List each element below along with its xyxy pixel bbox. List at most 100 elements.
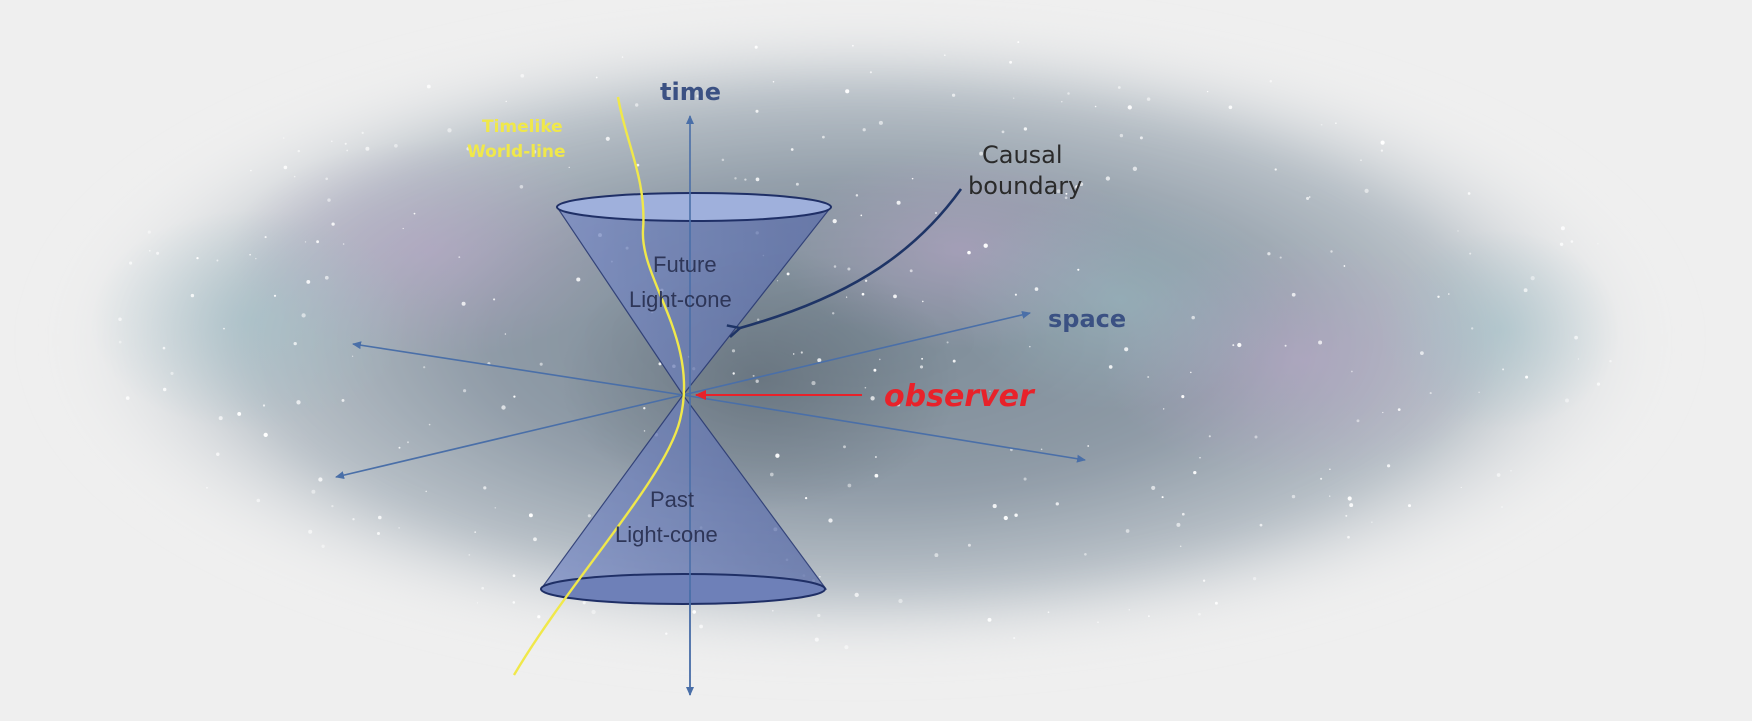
- star: [1003, 515, 1008, 521]
- star: [1356, 419, 1360, 423]
- star: [1351, 370, 1353, 373]
- star: [376, 531, 381, 536]
- star: [1525, 375, 1529, 379]
- axis-left-lower: [335, 394, 684, 480]
- star: [878, 120, 883, 125]
- star: [776, 280, 779, 282]
- star: [1306, 196, 1310, 200]
- star: [1055, 502, 1059, 506]
- star: [504, 333, 507, 335]
- star: [1146, 97, 1151, 101]
- star: [1252, 576, 1257, 581]
- star: [1448, 293, 1450, 295]
- star: [1034, 287, 1039, 291]
- star: [1013, 637, 1016, 640]
- star: [218, 416, 223, 421]
- star: [1198, 612, 1201, 616]
- star: [324, 275, 329, 280]
- star: [934, 211, 938, 215]
- star: [308, 529, 313, 534]
- star: [1284, 344, 1287, 347]
- star: [170, 371, 174, 375]
- star: [513, 395, 516, 398]
- star: [752, 374, 755, 377]
- star: [147, 230, 151, 234]
- star: [1274, 168, 1277, 171]
- star: [377, 515, 382, 520]
- star: [869, 71, 872, 74]
- star: [1064, 196, 1068, 200]
- star: [843, 445, 846, 449]
- star: [129, 261, 133, 265]
- star: [1127, 105, 1132, 110]
- star: [501, 405, 506, 410]
- star: [282, 137, 285, 139]
- star: [341, 398, 345, 402]
- star: [1559, 242, 1564, 247]
- star: [206, 487, 208, 489]
- worldline-label-line1: Timelike: [482, 117, 563, 137]
- star: [293, 175, 296, 178]
- star: [1117, 86, 1121, 89]
- star: [1596, 382, 1601, 386]
- star: [1329, 468, 1331, 471]
- star: [1097, 621, 1099, 624]
- star: [833, 265, 837, 268]
- star: [1510, 470, 1512, 472]
- timelike-world-line: [512, 96, 686, 676]
- future-cone-label-line2: Light-cone: [629, 287, 732, 312]
- star: [1147, 376, 1150, 378]
- star: [1574, 335, 1578, 340]
- space-label: space: [1048, 305, 1126, 333]
- star: [1437, 295, 1440, 299]
- star: [911, 177, 914, 180]
- past-cone-rim: [540, 573, 826, 605]
- star: [1320, 123, 1323, 126]
- star: [1029, 345, 1031, 348]
- star: [1577, 358, 1580, 360]
- star: [771, 609, 774, 612]
- star: [118, 317, 122, 322]
- star: [306, 279, 311, 284]
- star: [346, 149, 349, 152]
- star: [481, 586, 485, 590]
- star: [804, 496, 808, 500]
- star: [568, 166, 570, 169]
- star: [845, 296, 848, 298]
- observer-label: observer: [884, 379, 1036, 414]
- star: [1190, 371, 1192, 374]
- star: [854, 592, 859, 598]
- axis-left-upper: [352, 341, 684, 396]
- star: [148, 249, 151, 252]
- star: [190, 293, 195, 298]
- star: [1161, 496, 1164, 499]
- star: [1132, 166, 1138, 171]
- star: [582, 601, 586, 605]
- axis-right-lower: [682, 394, 1086, 463]
- space-axis: [682, 310, 1031, 396]
- star: [1371, 521, 1373, 523]
- star: [1565, 398, 1569, 403]
- star: [476, 602, 479, 604]
- star: [979, 151, 984, 156]
- star: [919, 365, 924, 369]
- star: [223, 327, 225, 330]
- star: [769, 472, 774, 477]
- star: [1040, 448, 1043, 451]
- star: [273, 294, 277, 297]
- star: [447, 128, 452, 133]
- star: [250, 169, 252, 172]
- star: [512, 601, 516, 604]
- star: [1560, 226, 1565, 231]
- star: [1017, 41, 1020, 44]
- star: [755, 379, 759, 383]
- star: [989, 390, 991, 392]
- star: [1181, 512, 1185, 516]
- star: [1163, 408, 1165, 410]
- star: [1364, 188, 1369, 194]
- time-label: time: [660, 78, 721, 106]
- future-light-cone: [555, 192, 833, 397]
- star: [483, 486, 487, 490]
- star: [967, 543, 971, 547]
- star: [665, 632, 668, 635]
